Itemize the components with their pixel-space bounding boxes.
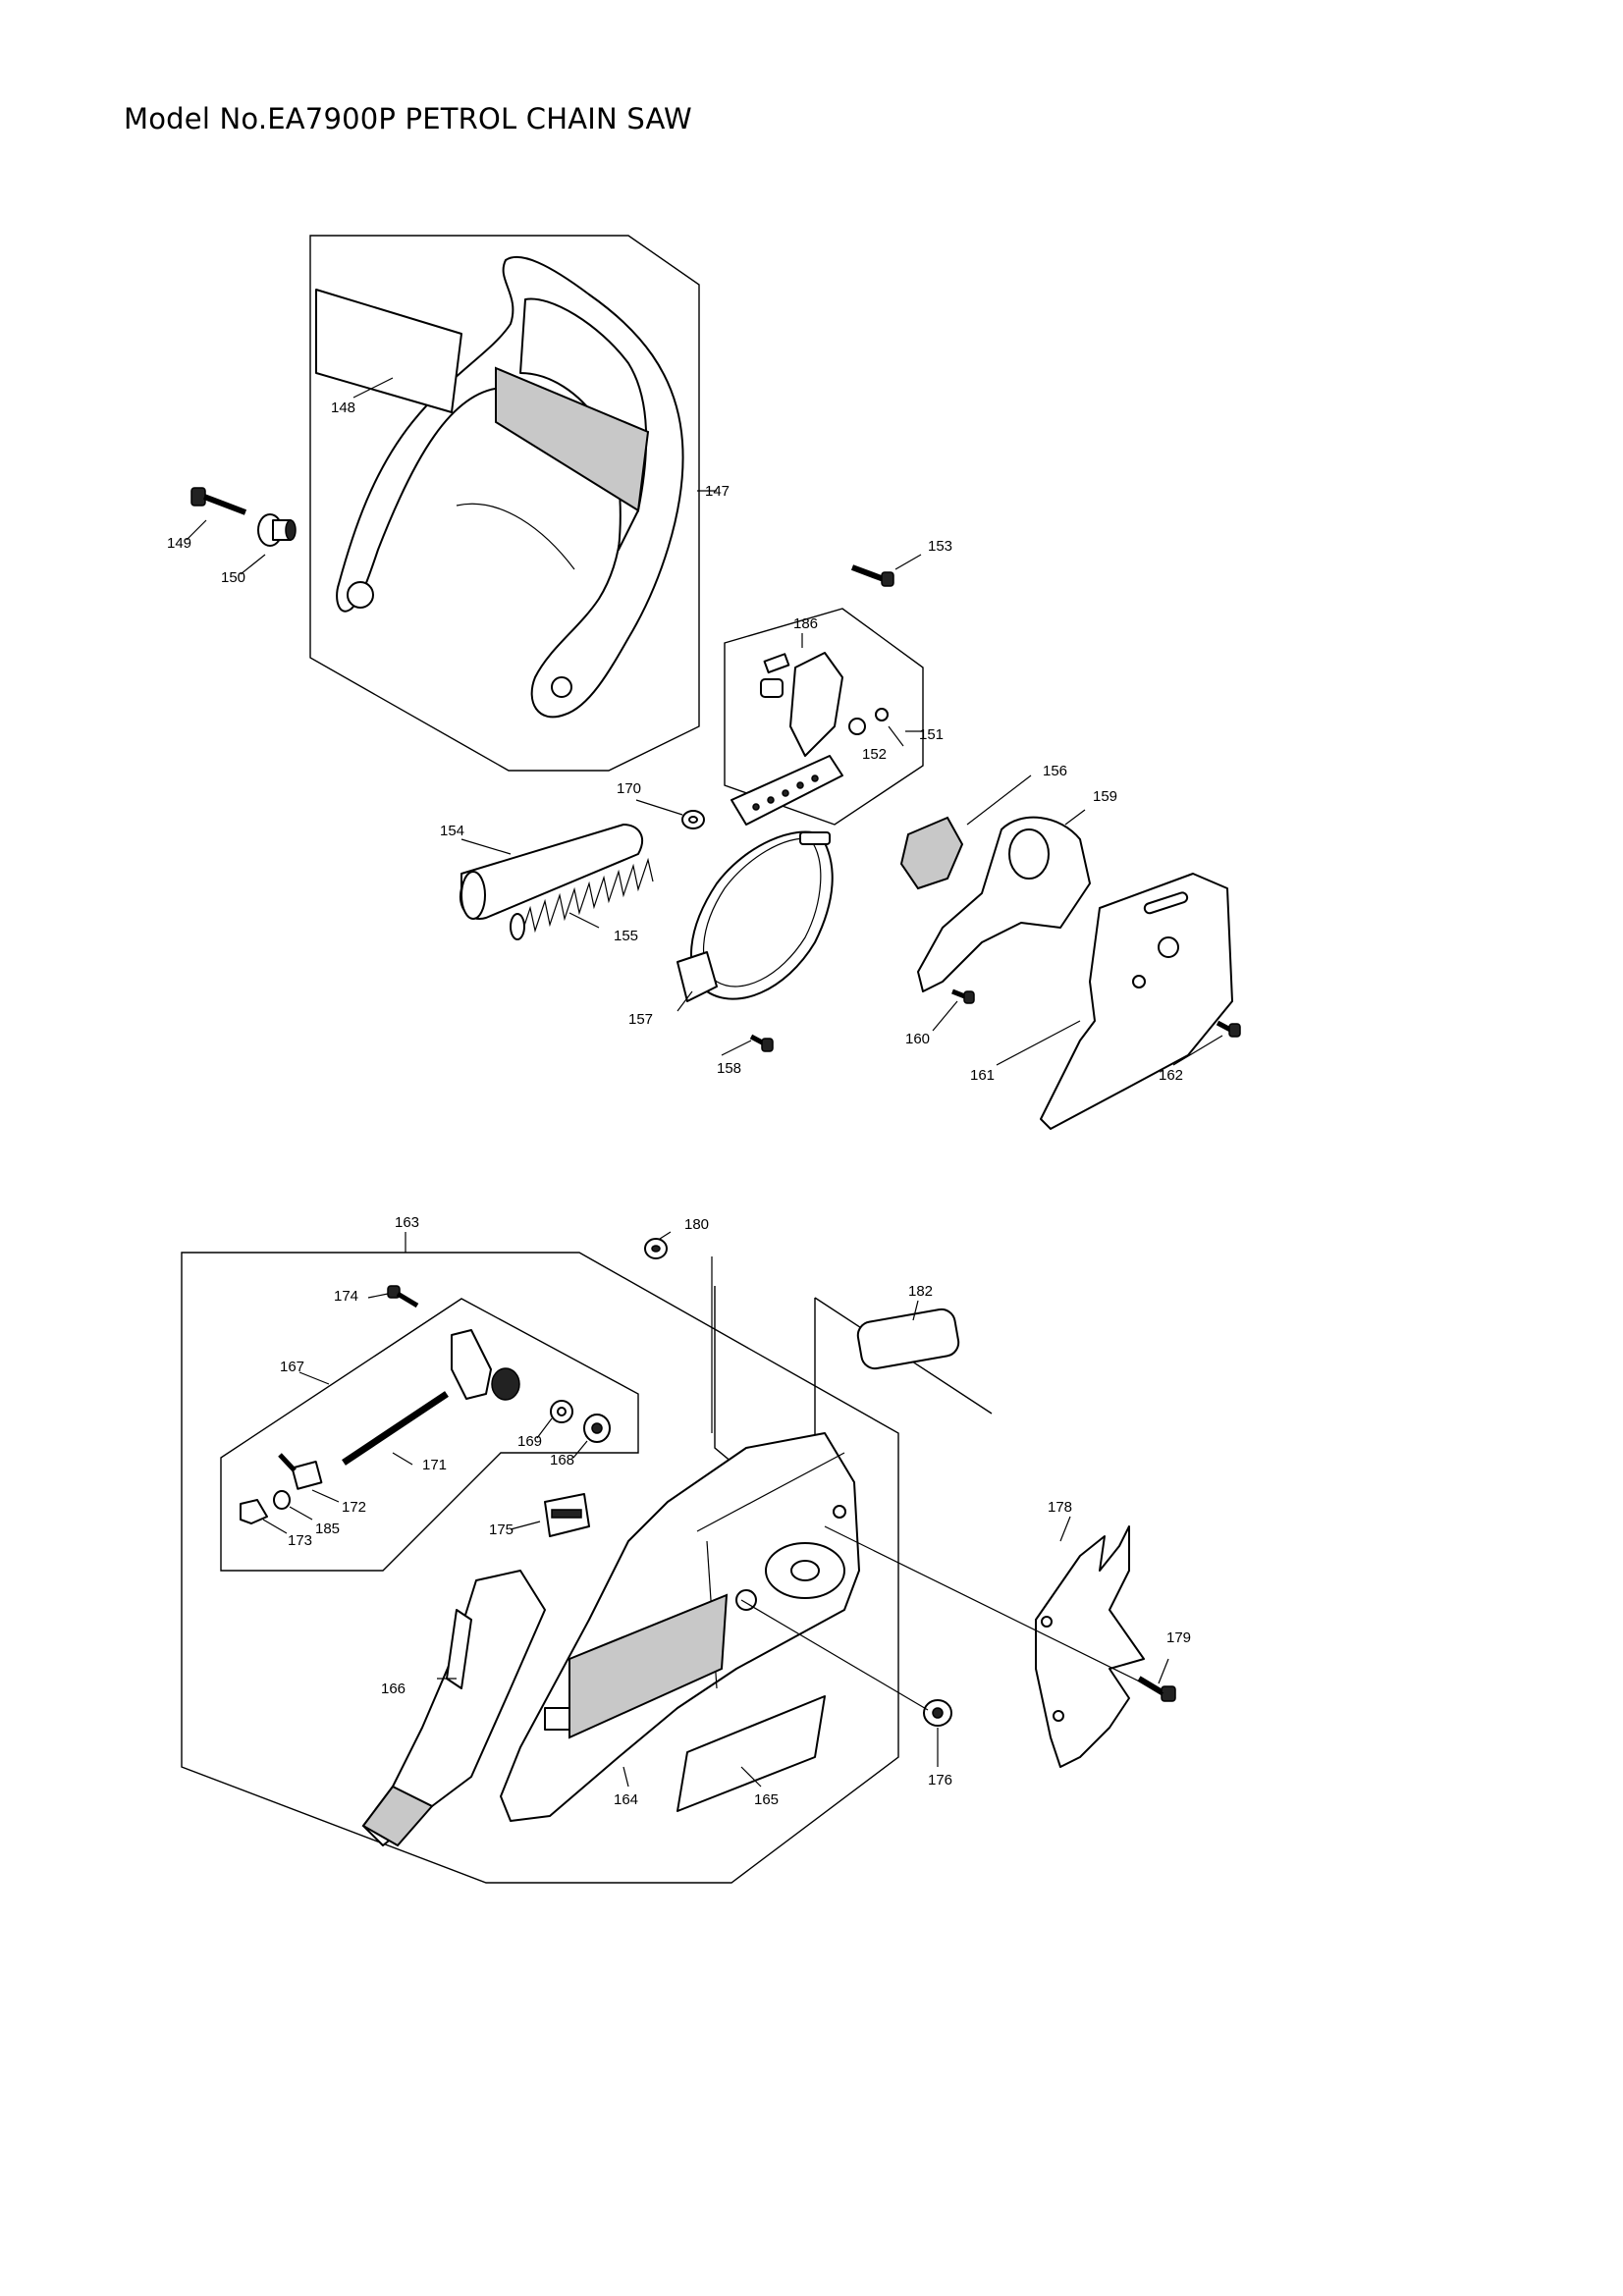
nut-173-part — [240, 1499, 268, 1524]
assembly-frame-163 — [181, 1252, 899, 1884]
leader-lines-lower — [262, 1231, 1169, 1788]
assembly-frame-167 — [220, 1298, 639, 1572]
part-label: 168 — [550, 1452, 574, 1468]
part-label: 147 — [705, 483, 730, 500]
assembly-frame-147 — [309, 235, 700, 772]
part-label: 178 — [1048, 1499, 1072, 1516]
nut-176-part — [923, 1699, 952, 1727]
insert-175-part — [544, 1493, 590, 1537]
washer-170-part — [681, 810, 705, 829]
part-label: 150 — [221, 569, 245, 586]
bolt-149-part — [190, 487, 247, 515]
part-label: 167 — [280, 1359, 304, 1375]
screw-162-part — [1216, 1020, 1241, 1038]
part-labels-upper: 147 148 149 150 151 152 153 154 155 156 … — [167, 400, 1183, 1084]
decal-165-part — [676, 1695, 826, 1812]
part-label: 162 — [1159, 1067, 1183, 1084]
handle-166-part — [361, 1570, 546, 1847]
washer-185-part — [273, 1490, 291, 1510]
nut-180-part — [644, 1238, 668, 1259]
screw-160-part — [951, 988, 975, 1004]
part-label: 170 — [617, 780, 641, 797]
part-label: 159 — [1093, 788, 1117, 805]
part-label: 156 — [1043, 763, 1067, 779]
part-label: 172 — [342, 1499, 366, 1516]
screw-158-part — [749, 1034, 774, 1052]
part-label: 165 — [754, 1791, 779, 1808]
part-label: 182 — [908, 1283, 933, 1300]
nut-168-part — [583, 1414, 611, 1443]
brake-band-157-part — [676, 830, 834, 1002]
bushing-150-part — [257, 513, 297, 547]
part-label: 174 — [334, 1288, 358, 1305]
hand-guard-part — [336, 255, 684, 719]
part-label: 161 — [970, 1067, 995, 1084]
part-label: 148 — [331, 400, 355, 416]
adjuster-pin-172-part — [278, 1453, 323, 1490]
spring-sleeve-154-part — [459, 824, 643, 920]
screw-153-part — [850, 564, 894, 587]
part-label: 160 — [905, 1031, 930, 1047]
brake-link-part — [730, 652, 889, 826]
part-label: 186 — [793, 615, 818, 632]
assembly-frame-151 — [724, 608, 924, 826]
part-label: 164 — [614, 1791, 638, 1808]
part-label: 173 — [288, 1532, 312, 1549]
part-label: 154 — [440, 823, 464, 839]
decal-182-part — [856, 1308, 960, 1370]
part-label: 166 — [381, 1681, 406, 1697]
screw-174-part — [387, 1285, 419, 1308]
chain-adjuster-part — [342, 1329, 520, 1466]
part-label: 180 — [684, 1216, 709, 1233]
decal-148-part — [315, 289, 462, 413]
part-label: 157 — [628, 1011, 653, 1028]
part-label: 179 — [1166, 1629, 1191, 1646]
part-label: 171 — [422, 1457, 447, 1473]
page-title: Model No.EA7900P PETROL CHAIN SAW — [124, 102, 692, 135]
part-label: 185 — [315, 1521, 340, 1537]
part-label: 152 — [862, 746, 887, 763]
sprocket-cover-164-part — [500, 1432, 860, 1822]
part-label: 149 — [167, 535, 191, 552]
part-label: 153 — [928, 538, 952, 555]
spring-155-part — [510, 857, 654, 940]
part-label: 176 — [928, 1772, 952, 1789]
bumper-spike-178-part — [1035, 1525, 1145, 1768]
washer-169-part — [550, 1400, 573, 1423]
chain-catcher-159-part — [917, 816, 1091, 992]
leader-lines-upper — [186, 377, 1223, 1066]
part-labels-lower: 163 164 165 166 167 168 169 171 172 173 … — [280, 1214, 1191, 1808]
part-label: 163 — [395, 1214, 419, 1231]
side-plate-161-part — [1040, 873, 1233, 1130]
part-label: 169 — [517, 1433, 542, 1450]
part-label: 151 — [919, 726, 944, 743]
part-label: 155 — [614, 928, 638, 944]
part-label: 158 — [717, 1060, 741, 1077]
part-label: 175 — [489, 1522, 514, 1538]
felt-156-part — [899, 816, 964, 890]
